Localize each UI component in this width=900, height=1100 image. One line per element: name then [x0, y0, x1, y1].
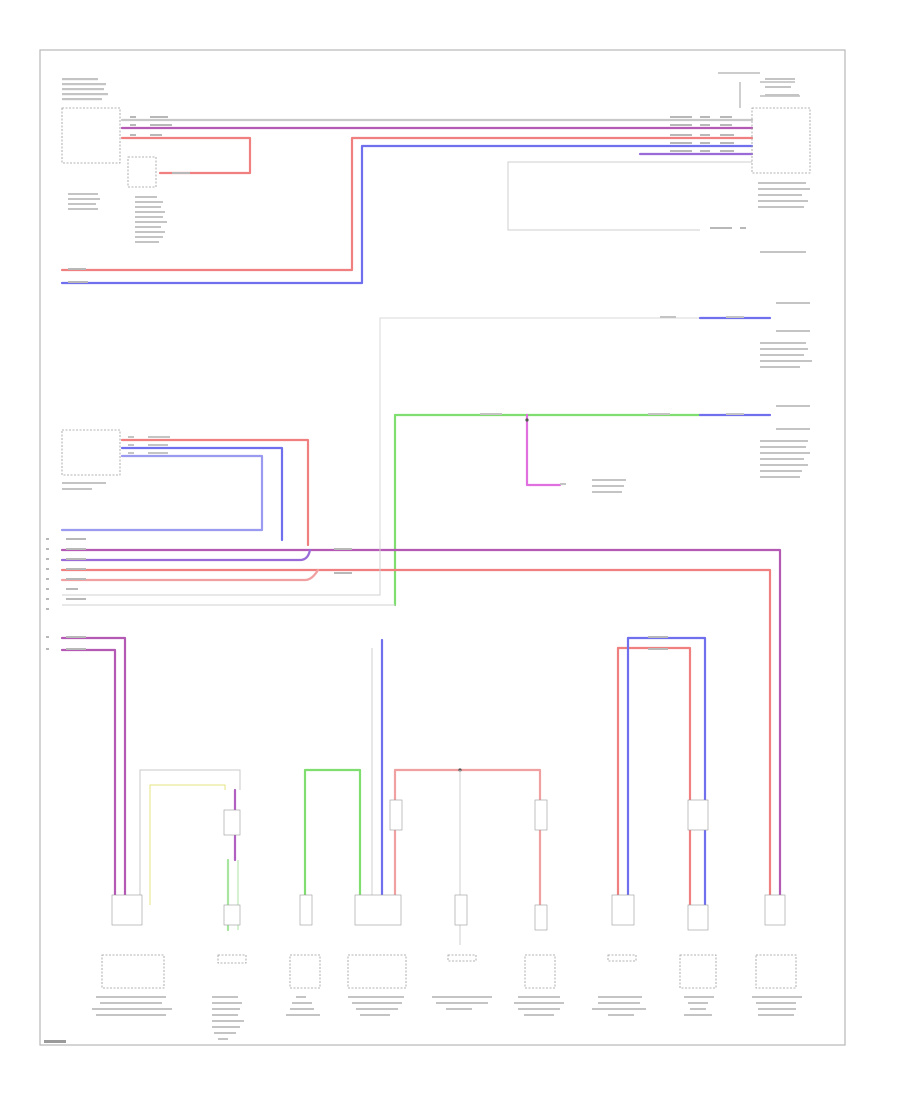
footer-code-mark: [44, 1040, 66, 1043]
wire-bus-blue: [60, 548, 782, 907]
right-mid-2-text: [480, 405, 810, 493]
top-left-sensor-text: [68, 193, 167, 243]
bottom-component-2: [217, 954, 247, 964]
bottom-component-4: [347, 954, 407, 989]
wire-top-red-loop: [120, 136, 252, 175]
bottom-component-1: [101, 954, 165, 989]
bottom-component-7: [607, 954, 637, 962]
wire-bus-red: [60, 568, 772, 907]
wire-mid-blue-2: [60, 454, 264, 532]
inline-connectors: [111, 799, 786, 931]
top-right-connector: [718, 72, 800, 108]
splice-dot: [525, 418, 529, 422]
top-right-module: [751, 107, 811, 174]
wire-btm-center-red: [393, 768, 542, 907]
bottom-component-5: [447, 954, 477, 962]
mid-left-module: [61, 429, 121, 476]
bottom-components: [101, 954, 797, 989]
wire-btm-yellow: [149, 784, 226, 905]
wire-top-gray-thin: [507, 161, 752, 231]
wire-top-red-2: [60, 136, 754, 272]
bottom-component-text: [92, 996, 802, 1040]
mid-bus-tags: [46, 538, 352, 610]
top-left-sensor: [127, 156, 157, 188]
wire-mid-red-1: [120, 438, 310, 547]
right-mid-1-text: [660, 302, 812, 368]
wire-btm-green-d: [303, 768, 362, 907]
bottom-component-8: [679, 954, 717, 989]
btm-left-tags: [46, 636, 86, 650]
wire-btm-gray-a: [139, 769, 241, 905]
top-left-module: [61, 107, 121, 164]
wire-green-right-2: [393, 413, 702, 607]
bottom-component-3: [289, 954, 321, 989]
wire-magenta-splice: [525, 413, 562, 487]
wire-bus-red-2: [60, 568, 320, 582]
diagram-frame: [39, 49, 846, 1046]
wire-bus-purple: [60, 548, 312, 562]
bottom-component-6: [524, 954, 556, 989]
mid-left-module-text: [62, 436, 170, 490]
top-right-module-text: [758, 78, 810, 253]
top-bus-tags: [68, 116, 746, 283]
bottom-component-9: [755, 954, 797, 989]
wire-bus-gray: [62, 540, 381, 596]
wire-top-blue-2: [60, 144, 754, 285]
btm-right-tags: [648, 636, 668, 650]
top-left-module-text: [62, 78, 108, 101]
wire-gray-right-1: [379, 317, 700, 540]
wire-mid-blue-1: [120, 446, 284, 542]
